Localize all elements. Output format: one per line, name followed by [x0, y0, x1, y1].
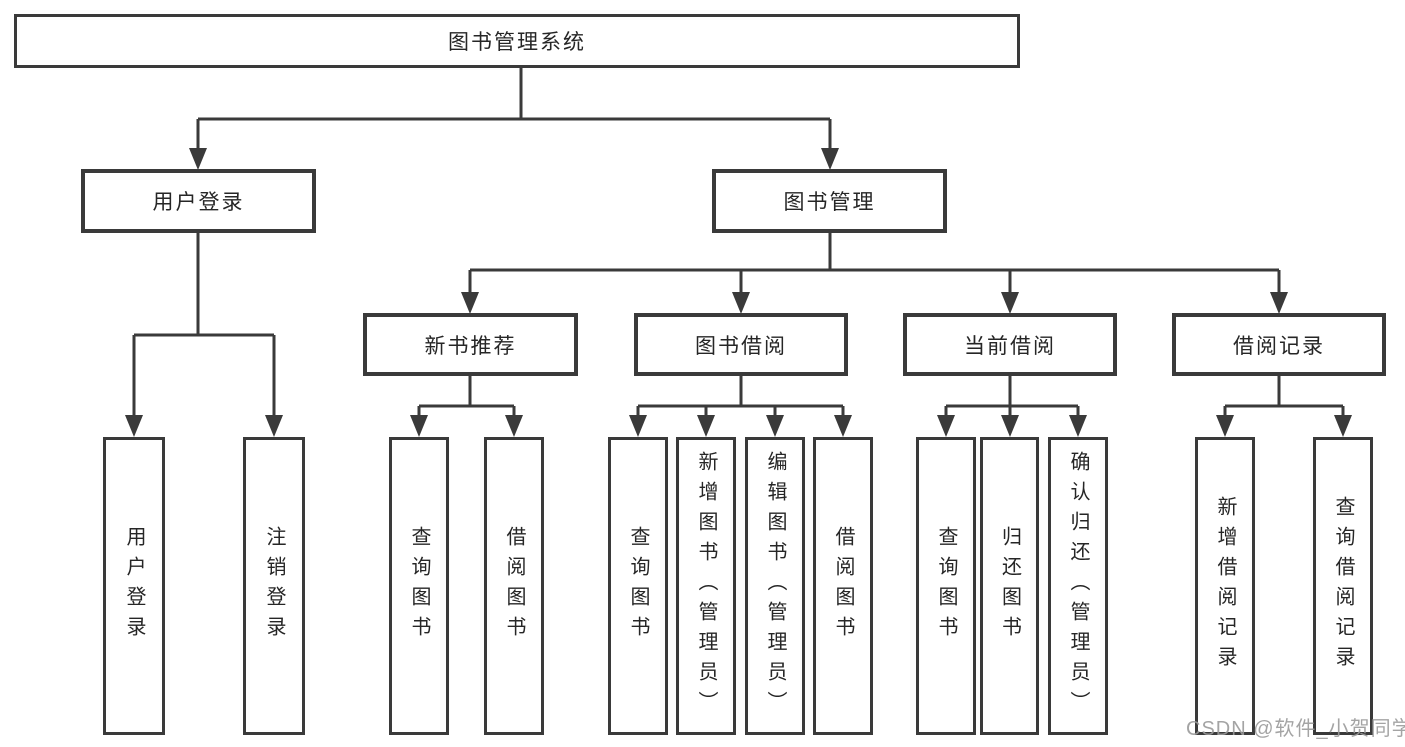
- leaf-borrow-books-recommend: 借阅图书: [484, 437, 544, 735]
- leaf-add-borrowing-record: 新增借阅记录: [1195, 437, 1255, 735]
- node-user-login: 用户登录: [81, 169, 316, 233]
- leaf-query-books-current: 查询图书: [916, 437, 976, 735]
- node-book-borrowing: 图书借阅: [634, 313, 848, 376]
- node-book-management: 图书管理: [712, 169, 947, 233]
- node-library-management-system: 图书管理系统: [14, 14, 1020, 68]
- leaf-confirm-return-admin: 确认归还（管理员）: [1048, 437, 1108, 735]
- leaf-return-books: 归还图书: [980, 437, 1039, 735]
- leaf-user-login: 用户登录: [103, 437, 165, 735]
- node-new-book-recommendation: 新书推荐: [363, 313, 578, 376]
- leaf-query-books-borrow: 查询图书: [608, 437, 668, 735]
- leaf-borrow-books: 借阅图书: [813, 437, 873, 735]
- node-current-borrowing: 当前借阅: [903, 313, 1117, 376]
- node-borrowing-records: 借阅记录: [1172, 313, 1386, 376]
- leaf-query-books-recommend: 查询图书: [389, 437, 449, 735]
- leaf-query-borrowing-record: 查询借阅记录: [1313, 437, 1373, 735]
- leaf-edit-book-admin: 编辑图书（管理员）: [745, 437, 805, 735]
- leaf-add-book-admin: 新增图书（管理员）: [676, 437, 736, 735]
- leaf-logout: 注销登录: [243, 437, 305, 735]
- arrowheads: [125, 148, 1352, 437]
- csdn-watermark: CSDN @软件_小贺同学: [1186, 718, 1405, 740]
